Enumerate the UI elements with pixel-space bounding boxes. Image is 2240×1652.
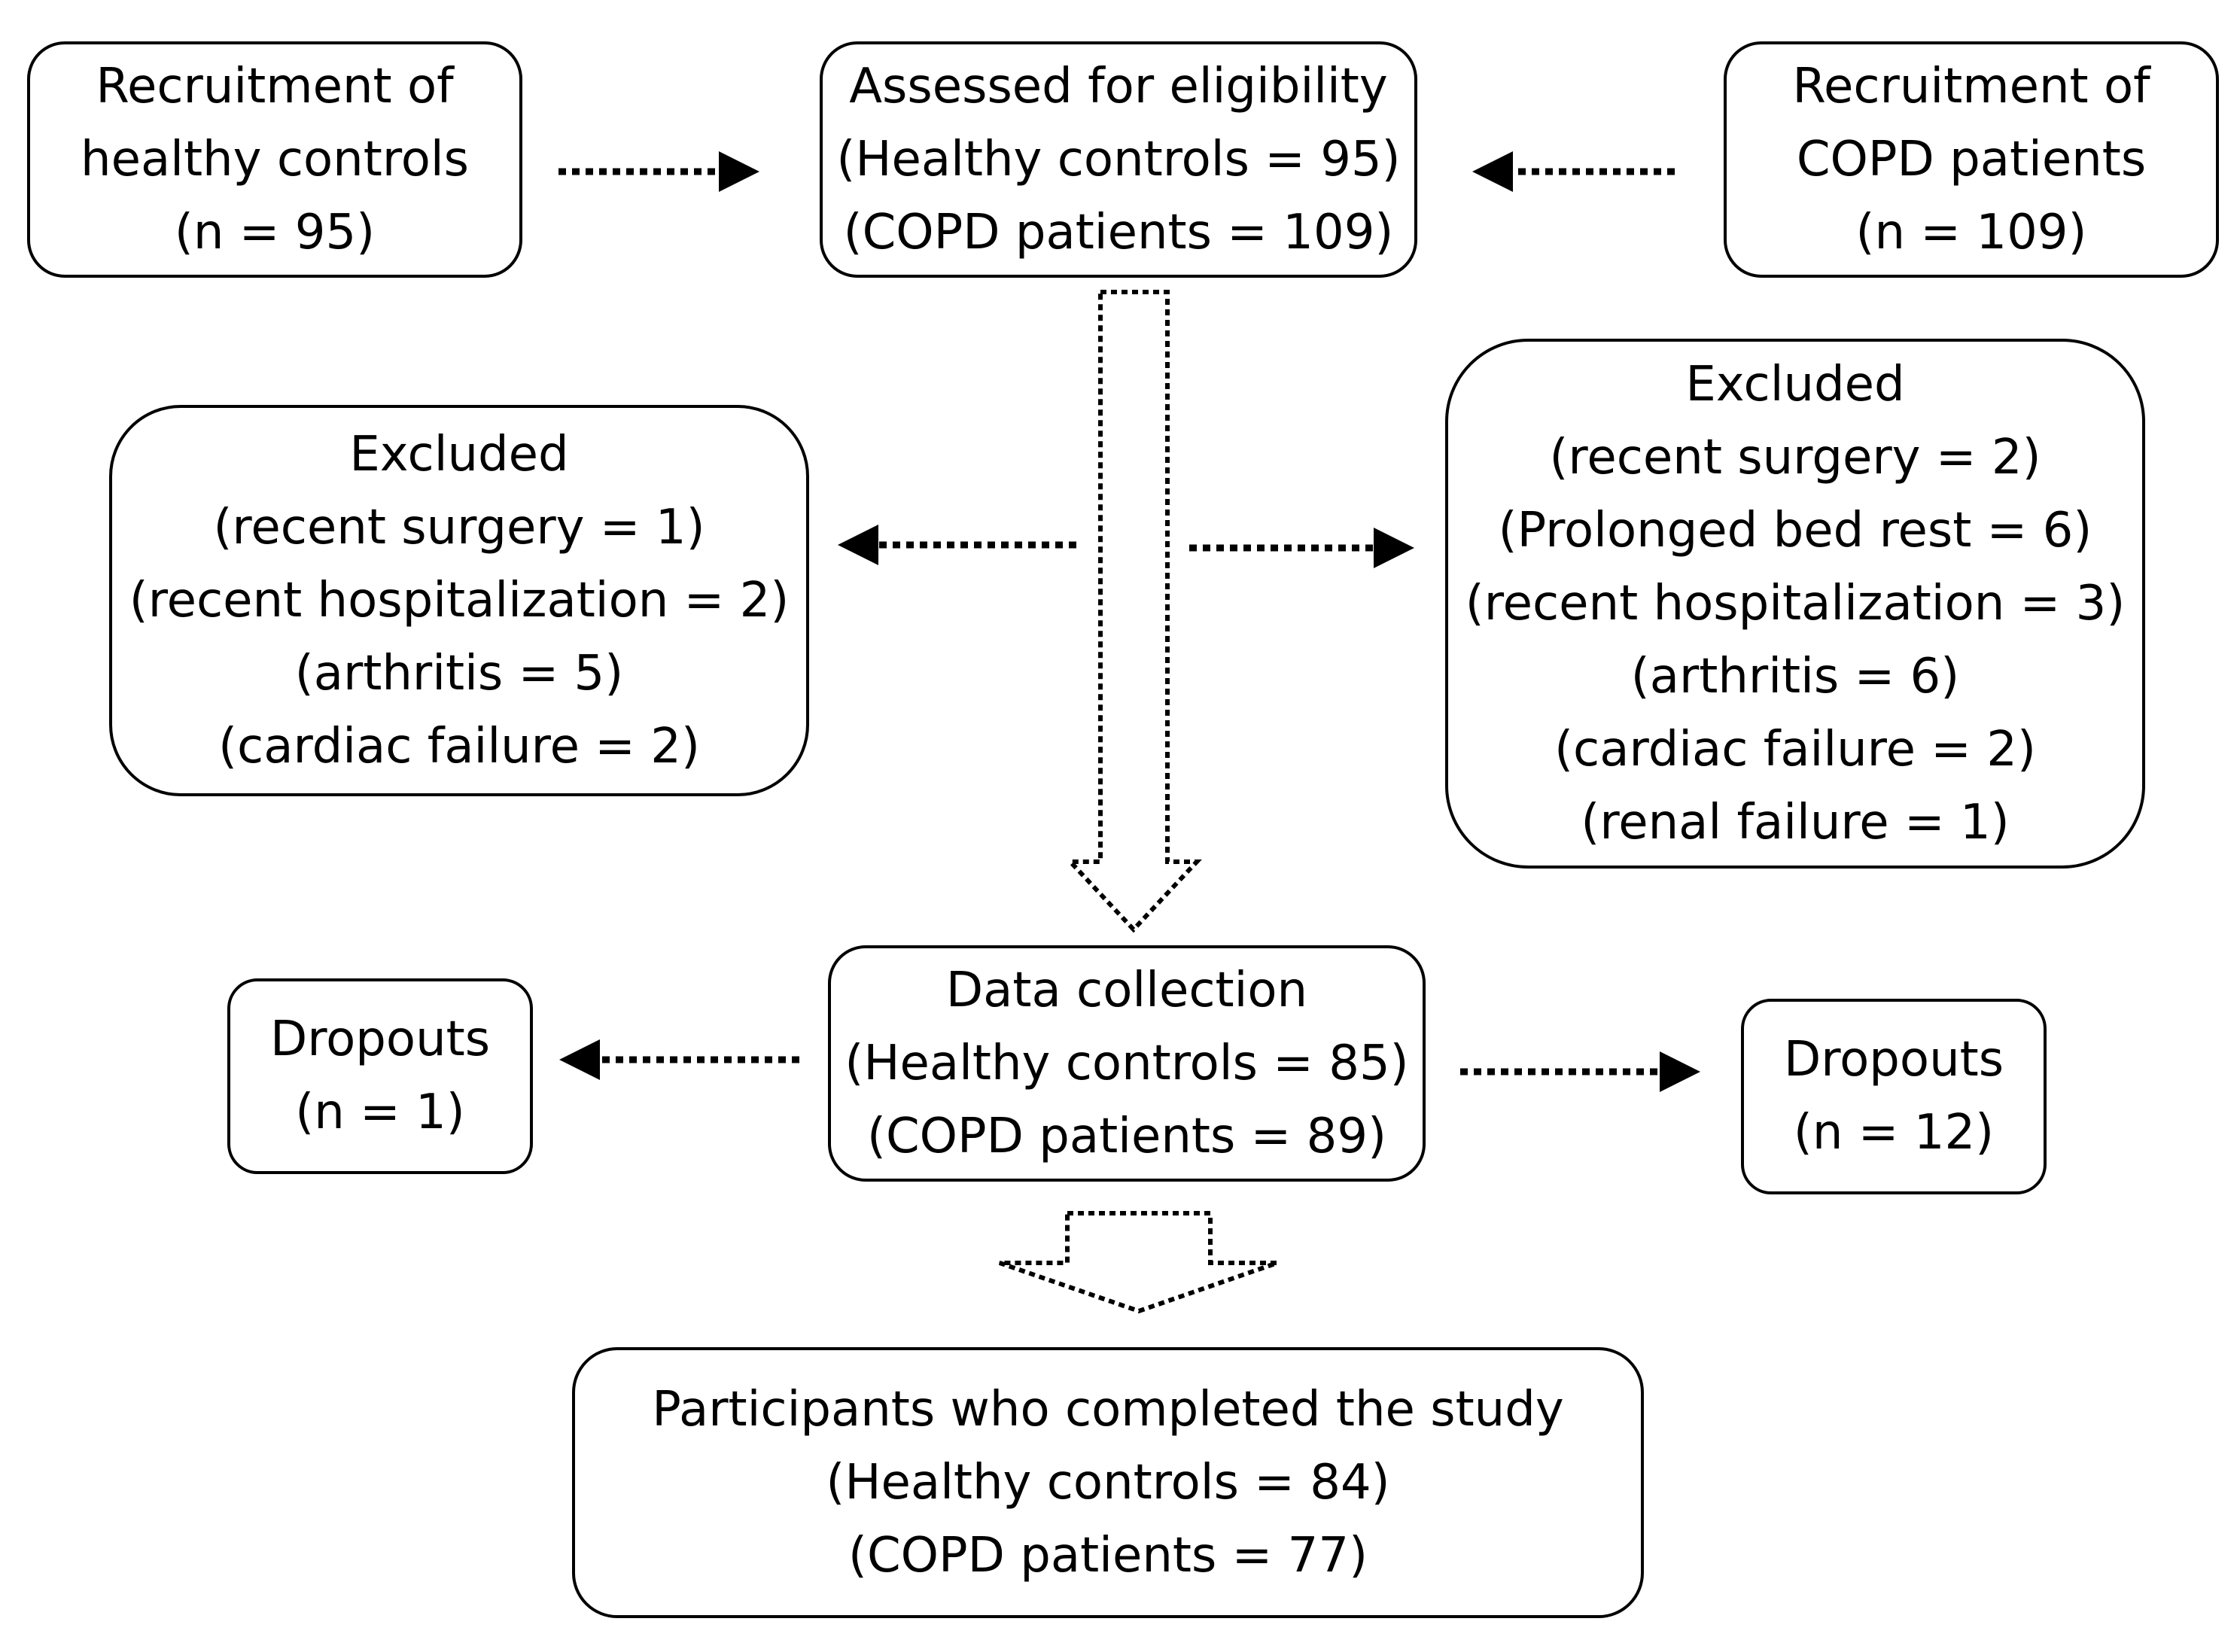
box-line: Participants who completed the study [652, 1381, 1564, 1438]
wide-down-arrow-icon [999, 1211, 1278, 1314]
box-line: Dropouts [269, 1012, 491, 1067]
box-line: Recruitment of [1792, 58, 2150, 114]
recruitment-copd-patients-box: Recruitment of COPD patients (n = 109) [1724, 41, 2219, 278]
box-line: (n = 95) [174, 204, 376, 260]
box-line: (Healthy controls = 84) [826, 1454, 1390, 1511]
box-line: COPD patients [1796, 131, 2147, 187]
box-line: Excluded [349, 426, 569, 482]
data-collection-box: Data collection (Healthy controls = 85) … [828, 945, 1426, 1182]
box-line: Assessed for eligibility [849, 58, 1388, 114]
assessed-eligibility-box: Assessed for eligibility (Healthy contro… [820, 41, 1417, 278]
box-line: healthy controls [81, 131, 469, 187]
box-line: (arthritis = 6) [1630, 648, 1960, 704]
box-line: Data collection [945, 962, 1308, 1018]
completed-study-box: Participants who completed the study (He… [572, 1347, 1644, 1618]
box-line: (cardiac failure = 2) [1554, 721, 2036, 777]
box-line: (Healthy controls = 85) [845, 1035, 1409, 1091]
box-line: (recent surgery = 2) [1549, 429, 2041, 485]
box-line: Dropouts [1783, 1032, 2004, 1088]
dropouts-healthy-controls-box: Dropouts (n = 1) [227, 978, 533, 1174]
box-line: (Healthy controls = 95) [836, 131, 1401, 187]
box-line: (COPD patients = 109) [843, 204, 1394, 260]
box-line: (Prolonged bed rest = 6) [1498, 502, 2092, 558]
box-line: (renal failure = 1) [1581, 794, 2010, 850]
box-line: (recent surgery = 1) [213, 499, 705, 555]
box-line: (n = 12) [1793, 1105, 1995, 1161]
excluded-healthy-controls-box: Excluded (recent surgery = 1) (recent ho… [109, 405, 809, 796]
box-line: Recruitment of [96, 58, 454, 114]
box-line: (COPD patients = 89) [866, 1108, 1387, 1164]
recruitment-healthy-controls-box: Recruitment of healthy controls (n = 95) [27, 41, 522, 278]
box-line: Excluded [1685, 356, 1905, 412]
excluded-copd-patients-box: Excluded (recent surgery = 2) (Prolonged… [1445, 339, 2145, 869]
dropouts-copd-patients-box: Dropouts (n = 12) [1741, 999, 2047, 1194]
box-line: (recent hospitalization = 2) [129, 572, 790, 628]
big-down-arrow-icon [1065, 290, 1202, 933]
box-line: (cardiac failure = 2) [218, 718, 700, 774]
box-line: (n = 109) [1855, 204, 2087, 260]
box-line: (recent hospitalization = 3) [1465, 575, 2126, 631]
box-line: (COPD patients = 77) [848, 1527, 1368, 1584]
box-line: (arthritis = 5) [294, 645, 624, 701]
box-line: (n = 1) [295, 1085, 465, 1140]
